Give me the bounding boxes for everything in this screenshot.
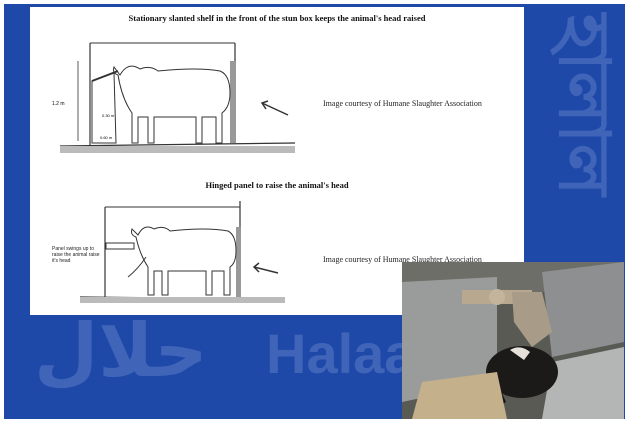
watermark-bengali: হালাল [549, 14, 619, 196]
photo-illustration [402, 262, 624, 419]
diagram-1-stun-box: 1.2 m 0.30 m 0.60 m [50, 31, 310, 156]
dimension-left-label: 1.2 m [52, 101, 65, 107]
dimension-inner-label: 0.30 m [102, 113, 115, 118]
dimension-base-label: 0.60 m [100, 135, 113, 140]
diagram-2-annotation: Panel swings up to raise the animal rais… [52, 246, 106, 264]
slide: হালাল حلال Halaal Stationary slanted she… [4, 4, 625, 419]
diagram-2-title: Hinged panel to raise the animal's head [30, 180, 524, 190]
watermark-arabic: حلال [34, 314, 208, 388]
diagram-1-title: Stationary slanted shelf in the front of… [30, 13, 524, 23]
cow-in-stun-box-photo [402, 262, 624, 419]
diagram-1-credit: Image courtesy of Humane Slaughter Assoc… [323, 99, 482, 108]
